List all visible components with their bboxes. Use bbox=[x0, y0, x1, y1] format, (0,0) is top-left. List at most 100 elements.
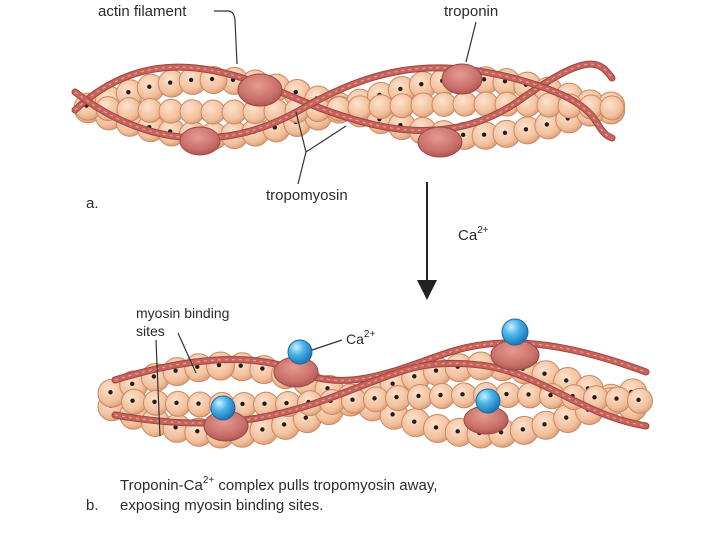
actin-monomer bbox=[410, 92, 436, 118]
transition-ca-label: Ca2+ bbox=[458, 225, 489, 244]
myosin-binding-site bbox=[544, 122, 550, 127]
myosin-binding-site bbox=[419, 81, 424, 87]
myosin-binding-site bbox=[260, 427, 265, 432]
myosin-binding-site bbox=[390, 412, 395, 417]
leader-line-binding-site-2 bbox=[155, 339, 161, 437]
myosin-binding-site bbox=[564, 378, 569, 383]
leader-line-tropomyosin-1 bbox=[297, 125, 347, 185]
troponin bbox=[441, 63, 483, 95]
myosin-binding-site bbox=[196, 401, 201, 406]
myosin-binding-site bbox=[281, 422, 287, 427]
myosin-binding-site bbox=[460, 392, 465, 397]
myosin-binding-site bbox=[293, 89, 298, 95]
myosin-binding-site bbox=[481, 77, 487, 82]
tropomyosin-strand-twist bbox=[74, 67, 613, 139]
panel-a-relaxed-filament bbox=[71, 60, 626, 158]
myosin-binding-site bbox=[325, 386, 330, 391]
myosin-binding-site bbox=[147, 84, 152, 89]
myosin-binding-site bbox=[433, 425, 439, 430]
myosin-binding-site bbox=[151, 374, 157, 379]
myosin-binding-site bbox=[564, 415, 569, 420]
tropomyosin-strand-twist bbox=[74, 63, 613, 132]
myosin-binding-site bbox=[195, 364, 200, 369]
myosin-binding-site bbox=[526, 392, 531, 397]
label-tropomyosin: tropomyosin bbox=[266, 187, 348, 204]
myosin-binding-site bbox=[390, 381, 395, 386]
myosin-binding-site bbox=[130, 398, 135, 403]
label-myosin-binding-sites-line2: sites bbox=[136, 323, 165, 339]
myosin-binding-site bbox=[520, 427, 525, 432]
panel-b-letter: b. bbox=[86, 497, 99, 514]
leader-line-tropomyosin-2 bbox=[295, 111, 307, 153]
calcium-ion bbox=[501, 318, 529, 346]
calcium-ion bbox=[287, 339, 313, 365]
panel-b-activated-filament bbox=[97, 318, 653, 449]
myosin-binding-site bbox=[108, 390, 113, 395]
myosin-binding-site bbox=[542, 422, 547, 427]
myosin-binding-site bbox=[542, 371, 547, 376]
actin-monomers bbox=[74, 66, 626, 150]
myosin-binding-site bbox=[433, 368, 439, 373]
myosin-binding-site bbox=[398, 86, 403, 92]
myosin-binding-site bbox=[209, 76, 215, 82]
myosin-binding-site bbox=[284, 400, 289, 406]
myosin-binding-site bbox=[174, 400, 179, 406]
myosin-binding-site bbox=[195, 429, 200, 434]
myosin-binding-site bbox=[502, 78, 508, 84]
panel-a-letter: a. bbox=[86, 195, 99, 212]
calcium-ion bbox=[475, 388, 501, 414]
troponin-ca-complexes bbox=[203, 318, 540, 442]
actin-monomer bbox=[431, 91, 457, 117]
label-troponin: troponin bbox=[444, 3, 498, 20]
myosin-binding-site bbox=[502, 130, 508, 136]
myosin-binding-site bbox=[238, 363, 243, 368]
myosin-binding-site bbox=[188, 77, 194, 83]
myosin-binding-site bbox=[130, 381, 135, 387]
leader-line-binding-site-1 bbox=[177, 332, 197, 374]
caption-line-1: Troponin-Ca2+ complex pulls tropomyosin … bbox=[120, 475, 437, 494]
myosin-binding-site bbox=[168, 80, 173, 85]
troponin bbox=[237, 73, 283, 107]
myosin-binding-site bbox=[636, 397, 641, 403]
leader-line-ca bbox=[311, 339, 343, 351]
myosin-binding-site bbox=[240, 401, 245, 407]
tropomyosin-strand-twist bbox=[114, 342, 647, 381]
troponin-complexes bbox=[179, 63, 483, 158]
label-actin-filament: actin filament bbox=[98, 3, 187, 20]
actin-monomer bbox=[200, 99, 226, 125]
myosin-binding-site bbox=[152, 399, 157, 405]
myosin-binding-site bbox=[592, 395, 597, 400]
myosin-binding-site bbox=[372, 396, 377, 401]
myosin-binding-site bbox=[455, 429, 460, 434]
actin-monomer bbox=[599, 95, 625, 121]
myosin-binding-site bbox=[394, 394, 399, 400]
label-ca-ion: Ca2+ bbox=[346, 329, 375, 347]
actin-monomer bbox=[389, 93, 415, 119]
myosin-binding-site bbox=[504, 391, 509, 397]
calcium-ion bbox=[210, 395, 236, 421]
troponin bbox=[417, 126, 463, 158]
troponin bbox=[179, 126, 221, 156]
myosin-binding-site bbox=[412, 419, 417, 424]
myosin-binding-site bbox=[481, 132, 487, 137]
myosin-binding-site bbox=[416, 393, 421, 399]
myosin-binding-site bbox=[260, 366, 265, 371]
actin-monomer bbox=[368, 94, 394, 120]
leader-line-actin bbox=[214, 10, 238, 65]
myosin-binding-site bbox=[216, 362, 222, 368]
myosin-binding-site bbox=[460, 132, 466, 138]
myosin-binding-site bbox=[438, 392, 443, 398]
actin-monomer bbox=[158, 98, 184, 124]
actin-monomer bbox=[536, 92, 562, 118]
actin-monomer bbox=[137, 98, 163, 124]
caption-line-2: exposing myosin binding sites. bbox=[120, 497, 323, 514]
myosin-binding-site bbox=[126, 90, 131, 95]
myosin-binding-site bbox=[412, 374, 417, 379]
myosin-binding-site bbox=[173, 368, 178, 373]
myosin-binding-site bbox=[614, 396, 619, 401]
myosin-binding-site bbox=[303, 415, 308, 420]
myosin-binding-site bbox=[548, 392, 553, 398]
myosin-binding-site bbox=[350, 397, 355, 402]
leader-line-troponin bbox=[465, 21, 477, 63]
